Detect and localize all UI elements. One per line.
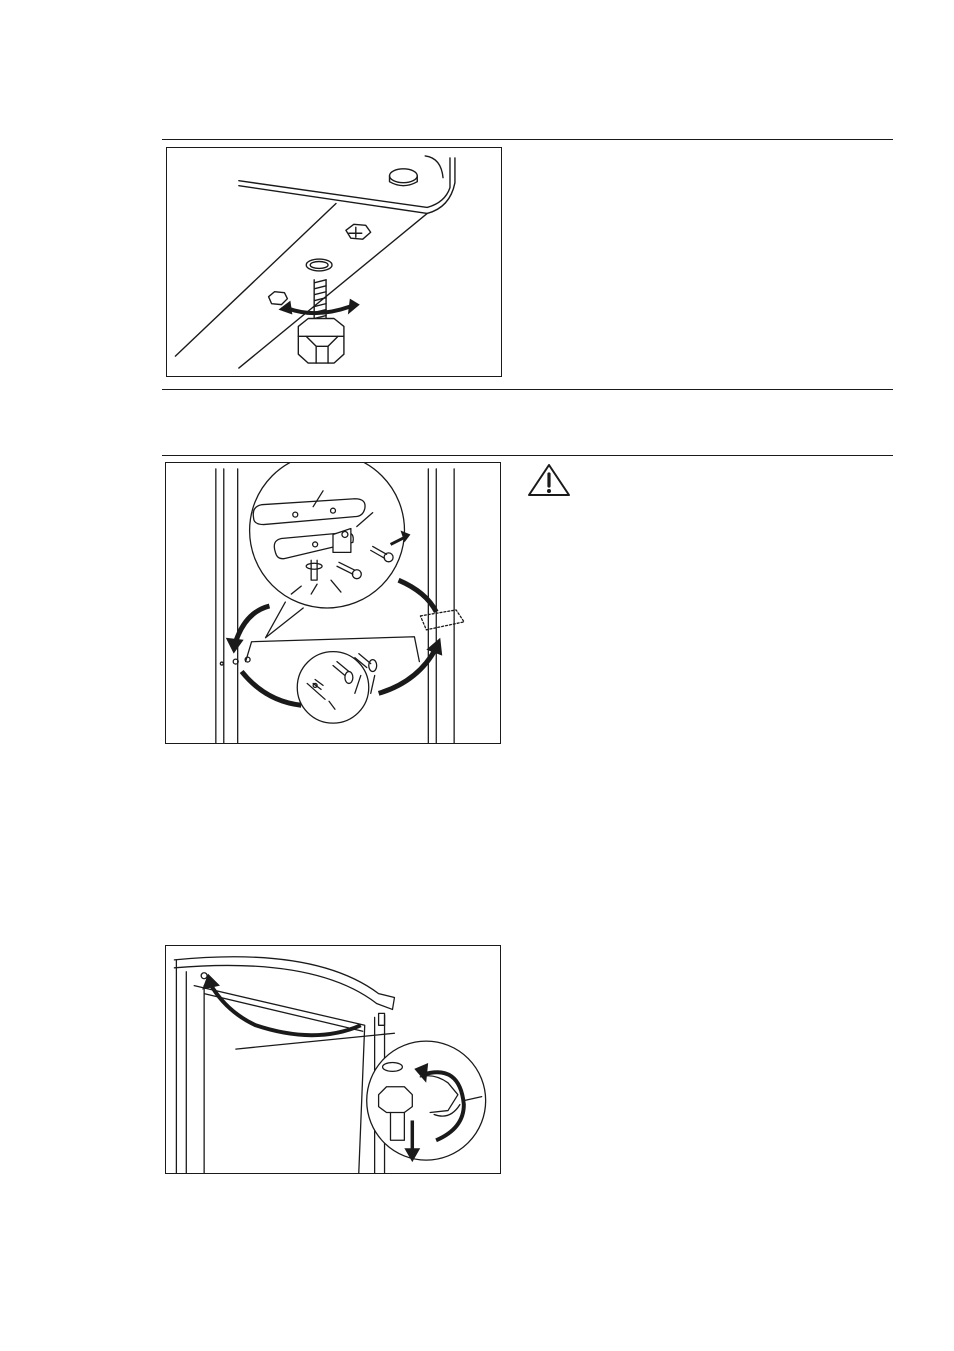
- door-hinge-bracket-illustration: [166, 463, 500, 743]
- section-divider-bottom-1: [162, 389, 893, 390]
- section-divider-top-1: [162, 139, 893, 140]
- adjustable-foot-illustration: [167, 148, 501, 376]
- top-hinge-pin-illustration: [166, 946, 500, 1173]
- section-divider-top-2: [162, 455, 893, 456]
- warning-triangle-icon: [526, 462, 572, 498]
- figure-top-hinge-pin: [165, 945, 501, 1174]
- figure-adjustable-foot: [166, 147, 502, 377]
- figure-door-hinge-bracket: [165, 462, 501, 744]
